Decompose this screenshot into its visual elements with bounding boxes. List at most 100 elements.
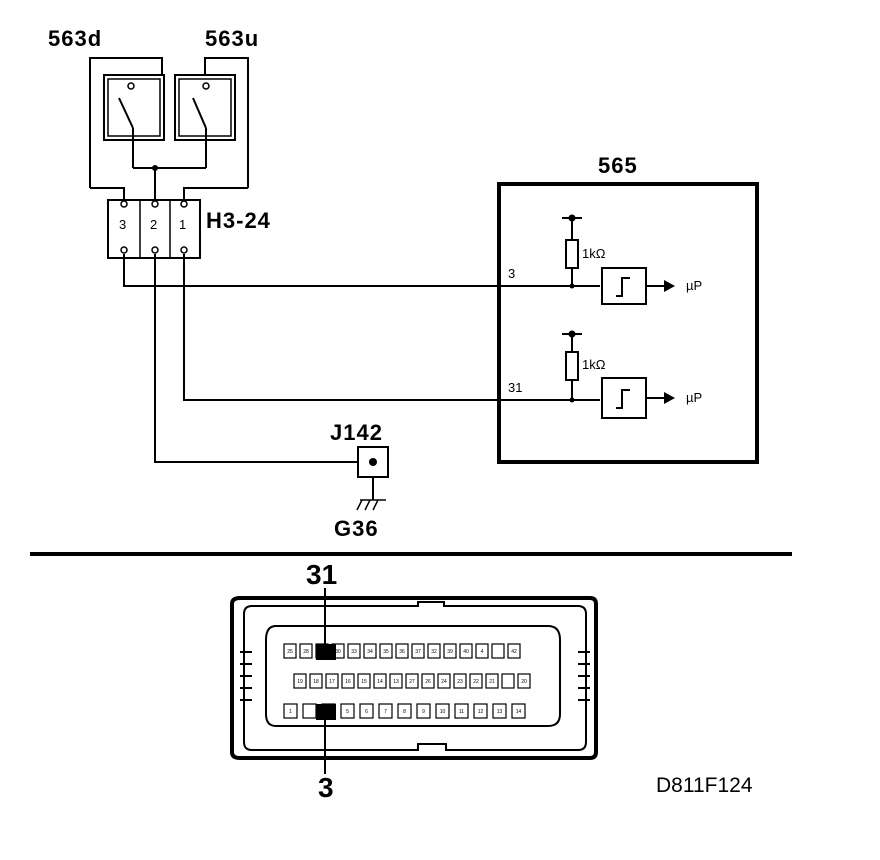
pin-cavity (283, 703, 298, 719)
pin-cavity-number: 42 (511, 649, 517, 655)
module-565 (497, 182, 759, 464)
switch-563u-label: 563u (205, 26, 259, 51)
drawing-reference: D811F124 (656, 774, 753, 797)
resistor-a-label: 1kΩ (582, 246, 606, 261)
pin-cavity-number: 15 (361, 679, 367, 685)
pin-cavity (302, 703, 317, 719)
pin-cavity-number: 19 (297, 679, 303, 685)
pin-cavity (475, 643, 489, 659)
pin-cavity-number: 26 (425, 679, 431, 685)
ground-g36-label: G36 (334, 516, 379, 541)
pin-cavity (453, 673, 467, 689)
pin-cavity (363, 643, 377, 659)
switch-563d-label: 563d (48, 26, 102, 51)
pin-cavity (473, 703, 488, 719)
wire-pin3-to-module (123, 254, 600, 287)
pin-cavity (443, 643, 457, 659)
pin-cavity (435, 703, 450, 719)
pin-cavity (309, 673, 323, 689)
pin-cavity-number: 10 (440, 709, 446, 715)
connector-h3-24-label: H3-24 (206, 208, 271, 233)
h3-pin-3: 3 (119, 217, 126, 232)
pin-cavity (469, 673, 483, 689)
cavity-31-highlight (316, 644, 336, 660)
pin-cavity-number: 23 (457, 679, 463, 685)
h3-pin-2: 2 (150, 217, 157, 232)
pin-cavity (347, 643, 361, 659)
pin-cavity-number: 28 (303, 649, 309, 655)
pin-cavity-number: 27 (409, 679, 415, 685)
pin-cavity (359, 703, 374, 719)
switch-common-wire (133, 167, 206, 200)
pin-cavity-number: 40 (463, 649, 469, 655)
pin-cavity (485, 673, 499, 689)
pin-cavity (389, 673, 403, 689)
pin-cavity-number: 1 (289, 709, 292, 715)
pin-cavity-number: 4 (481, 649, 484, 655)
pin-cavity-number: 18 (313, 679, 319, 685)
pin-cavity (427, 643, 441, 659)
pin-cavity-number: 30 (335, 649, 341, 655)
pin-cavity-number: 21 (489, 679, 495, 685)
wire-563d-to-pin3 (90, 187, 125, 200)
pin-cavity-number: 37 (415, 649, 421, 655)
module-pin-31: 31 (508, 380, 522, 395)
pin-cavity-number: 12 (478, 709, 484, 715)
pin-cavity (395, 643, 409, 659)
junction-j142-label: J142 (330, 420, 383, 445)
pin-cavity-number: 14 (516, 709, 522, 715)
callout-3: 3 (318, 772, 334, 803)
pin-cavity (397, 703, 412, 719)
ground-symbol (356, 499, 386, 511)
cavity-3-highlight (316, 704, 336, 720)
pin-cavity (341, 673, 355, 689)
pin-cavity (459, 643, 473, 659)
pin-cavity-number: 36 (399, 649, 405, 655)
pin-cavity-number: 7 (384, 709, 387, 715)
wire-563u-to-pin1 (183, 187, 248, 200)
pin-cavity (517, 673, 531, 689)
pin-cavity-number: 35 (383, 649, 389, 655)
pin-cavity-number: 6 (365, 709, 368, 715)
pin-cavity (379, 643, 393, 659)
pin-cavity (293, 673, 307, 689)
pin-cavity (411, 643, 425, 659)
splice-dot (152, 165, 158, 171)
pin-cavity (299, 643, 313, 659)
pin-cavity (340, 703, 355, 719)
pin-cavity-number: 20 (521, 679, 527, 685)
pin-cavity-number: 24 (441, 679, 447, 685)
input-circuit-b: 1kΩ µP (562, 330, 702, 419)
pin-cavity-number: 22 (473, 679, 479, 685)
pin-cavity (373, 673, 387, 689)
pin-cavity-number: 25 (287, 649, 293, 655)
pin-cavity (357, 673, 371, 689)
pin-cavity (325, 673, 339, 689)
pin-cavity-number: 33 (351, 649, 357, 655)
pin-cavity-number: 9 (422, 709, 425, 715)
pin-cavity-number: 32 (431, 649, 437, 655)
callout-31: 31 (306, 559, 337, 590)
connector-h3-24: 3 2 1 (107, 199, 201, 259)
pin-cavity (491, 643, 505, 659)
pin-cavity (283, 643, 297, 659)
pin-cavity-number: 17 (329, 679, 335, 685)
pin-cavity (378, 703, 393, 719)
pin-cavity (405, 673, 419, 689)
module-pin-3: 3 (508, 266, 515, 281)
module-565-label: 565 (598, 153, 638, 178)
pin-cavity-number: 5 (346, 709, 349, 715)
pin-cavity-number: 13 (497, 709, 503, 715)
input-circuit-a: 1kΩ µP (562, 214, 702, 305)
pin-cavity (501, 673, 515, 689)
switch-563d (89, 57, 165, 188)
pin-cavity-number: 14 (377, 679, 383, 685)
h3-pin-1: 1 (179, 217, 186, 232)
pin-cavity-number: 39 (447, 649, 453, 655)
pin-cavity (492, 703, 507, 719)
wire-pin2-to-ground (154, 254, 358, 463)
pin-cavity (511, 703, 526, 719)
